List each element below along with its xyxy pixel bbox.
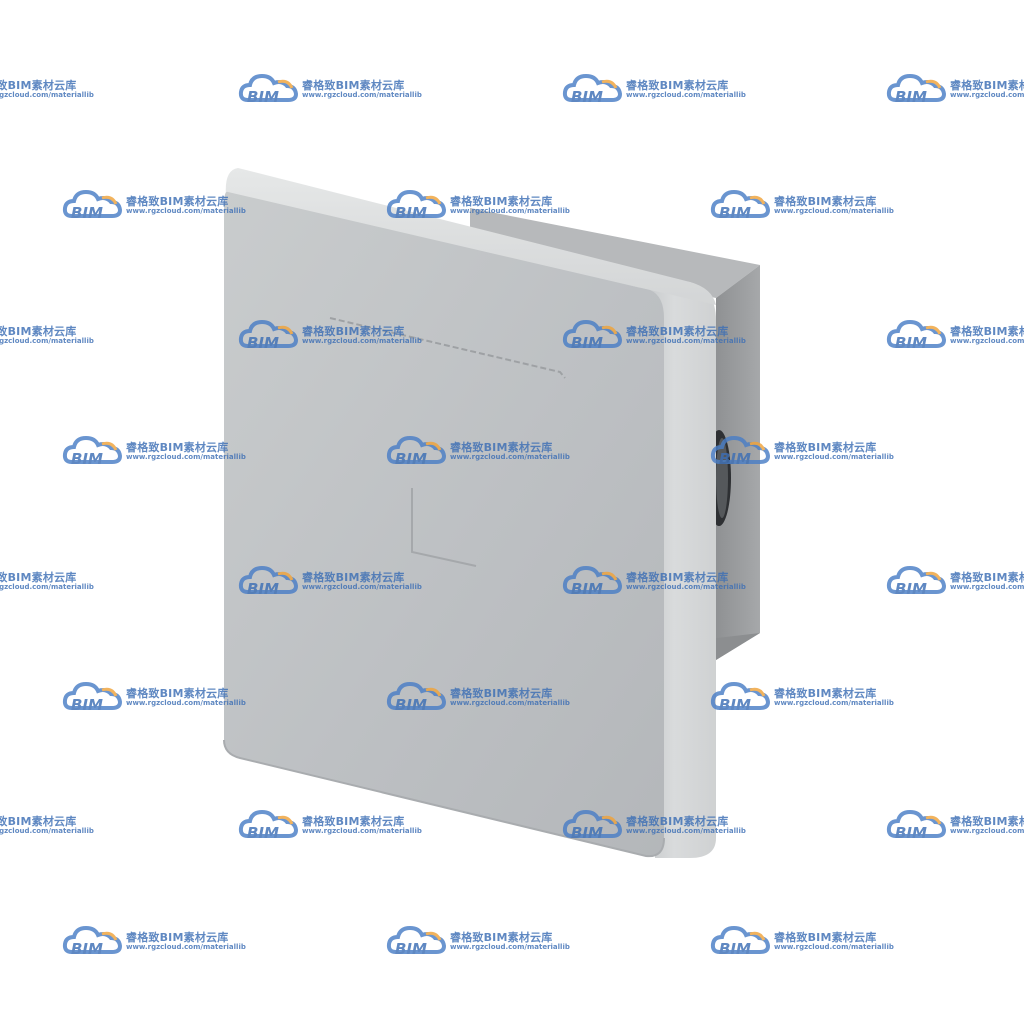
faceplate-front [224, 191, 664, 857]
cable-grommet-rim [716, 438, 728, 518]
mounting-box-top [470, 208, 760, 298]
faceplate-engraved-line [329, 317, 566, 379]
faceplate-top-edge [225, 168, 716, 305]
port-window [411, 488, 477, 567]
faceplate-bottom-shade [223, 739, 665, 858]
